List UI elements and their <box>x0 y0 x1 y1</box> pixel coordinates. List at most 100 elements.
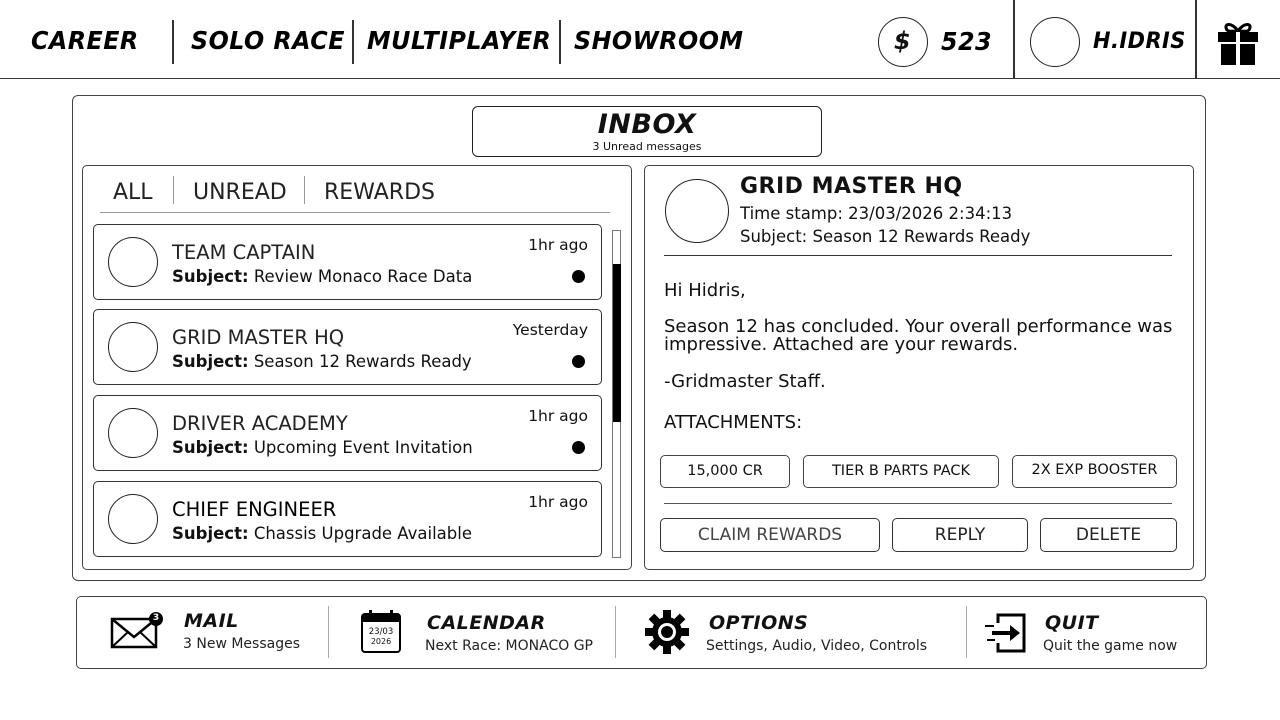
subject-label: Subject: <box>172 438 249 457</box>
reply-button[interactable]: REPLY <box>892 518 1028 552</box>
mail-subtitle: 3 New Messages <box>183 636 300 652</box>
calendar-icon-date: 23/03 <box>368 627 394 637</box>
inbox-panel <box>72 95 1206 581</box>
subject-text: Upcoming Event Invitation <box>253 438 473 457</box>
attachment-credits[interactable]: 15,000 CR <box>660 455 790 488</box>
attachments-label: ATTACHMENTS: <box>664 412 803 433</box>
unread-dot <box>572 355 585 368</box>
nav-divider <box>1195 0 1197 79</box>
options-subtitle: Settings, Audio, Video, Controls <box>706 638 928 654</box>
filter-tab-rewards[interactable]: REWARDS <box>324 180 435 205</box>
message-item[interactable]: DRIVER ACADEMY Subject: Upcoming Event I… <box>93 395 602 471</box>
subject-label: Subject: <box>172 267 249 286</box>
filter-tab-all[interactable]: ALL <box>113 180 153 205</box>
username[interactable]: H.IDRIS <box>1093 29 1186 54</box>
sender-avatar <box>108 494 158 544</box>
unread-dot <box>572 441 585 454</box>
attachment-exp-booster[interactable]: 2X EXP BOOSTER <box>1012 455 1177 488</box>
currency-symbol: $ <box>893 27 912 55</box>
inbox-title: INBOX <box>597 109 697 140</box>
detail-sender-avatar <box>665 179 729 243</box>
subject-value: Season 12 Rewards Ready <box>812 227 1031 246</box>
calendar-icon[interactable]: 23/03 2026 <box>361 610 401 653</box>
message-list-panel <box>82 165 632 570</box>
tabs-underline <box>100 212 610 213</box>
top-nav-bar <box>0 0 1280 79</box>
message-subject: Subject: Season 12 Rewards Ready <box>172 352 472 371</box>
subject-label: Subject: <box>172 352 249 371</box>
nav-divider <box>559 20 561 64</box>
message-time: Yesterday <box>512 321 588 339</box>
currency-icon: $ <box>878 17 928 67</box>
gift-icon[interactable] <box>1217 20 1259 66</box>
nav-tab-showroom[interactable]: SHOWROOM <box>574 26 744 55</box>
message-detail-panel <box>644 165 1194 570</box>
divider <box>664 255 1172 256</box>
message-sender: TEAM CAPTAIN <box>172 241 316 264</box>
subject-label: Subject: <box>172 524 249 543</box>
bottom-menu-bar <box>76 596 1207 669</box>
body-line: Season 12 has concluded. Your overall pe… <box>664 316 1173 337</box>
message-subject: Subject: Upcoming Event Invitation <box>172 438 473 457</box>
filter-tab-unread[interactable]: UNREAD <box>193 180 287 205</box>
calendar-subtitle: Next Race: MONACO GP <box>425 638 593 654</box>
gear-icon[interactable] <box>644 609 690 655</box>
nav-divider <box>1013 0 1015 79</box>
message-item[interactable]: TEAM CAPTAIN Subject: Review Monaco Race… <box>93 224 602 300</box>
divider <box>664 503 1172 504</box>
sender-avatar <box>108 322 158 372</box>
attachment-parts-pack[interactable]: TIER B PARTS PACK <box>803 455 999 488</box>
message-sender: DRIVER ACADEMY <box>172 412 348 435</box>
tab-divider <box>173 176 174 204</box>
message-sender: GRID MASTER HQ <box>172 326 345 349</box>
message-time: 1hr ago <box>528 236 588 254</box>
message-item[interactable]: CHIEF ENGINEER Subject: Chassis Upgrade … <box>93 481 602 557</box>
detail-timestamp: Time stamp: 23/03/2026 2:34:13 <box>740 204 1012 223</box>
bottom-divider <box>615 606 616 658</box>
profile-avatar[interactable] <box>1030 17 1080 67</box>
mail-icon[interactable] <box>110 611 164 651</box>
options-title[interactable]: OPTIONS <box>709 612 809 634</box>
message-sender: CHIEF ENGINEER <box>172 498 337 521</box>
body-line: impressive. Attached are your rewards. <box>664 334 1019 355</box>
subject-text: Season 12 Rewards Ready <box>253 352 472 371</box>
nav-tab-career[interactable]: CAREER <box>31 26 139 55</box>
message-time: 1hr ago <box>528 407 588 425</box>
inbox-unread-count: 3 Unread messages <box>592 140 702 153</box>
subject-text: Review Monaco Race Data <box>253 267 473 286</box>
quit-subtitle: Quit the game now <box>1043 638 1178 654</box>
body-greeting: Hi Hidris, <box>664 280 746 301</box>
mail-title[interactable]: MAIL <box>184 610 239 632</box>
calendar-icon-year: 2026 <box>370 637 392 646</box>
unread-dot <box>572 270 585 283</box>
message-item[interactable]: GRID MASTER HQ Subject: Season 12 Reward… <box>93 309 602 385</box>
detail-subject: Subject: Season 12 Rewards Ready <box>740 227 1030 246</box>
bottom-divider <box>966 606 967 658</box>
quit-icon[interactable] <box>984 613 1028 653</box>
bottom-divider <box>328 606 329 658</box>
detail-sender: GRID MASTER HQ <box>740 174 963 199</box>
message-time: 1hr ago <box>528 493 588 511</box>
nav-tab-solo-race[interactable]: SOLO RACE <box>191 26 345 55</box>
currency-amount: 523 <box>941 27 993 56</box>
message-subject: Subject: Review Monaco Race Data <box>172 267 472 286</box>
mail-badge-count: 3 <box>152 613 160 623</box>
timestamp-value: 23/03/2026 2:34:13 <box>848 204 1013 223</box>
tab-divider <box>304 176 305 204</box>
timestamp-label: Time stamp: <box>740 204 843 223</box>
sender-avatar <box>108 408 158 458</box>
scrollbar-thumb[interactable] <box>613 264 621 422</box>
claim-rewards-button[interactable]: CLAIM REWARDS <box>660 518 880 552</box>
sender-avatar <box>108 237 158 287</box>
subject-text: Chassis Upgrade Available <box>253 524 472 543</box>
nav-tab-multiplayer[interactable]: MULTIPLAYER <box>367 26 552 55</box>
delete-button[interactable]: DELETE <box>1040 518 1177 552</box>
body-signature: -Gridmaster Staff. <box>664 371 826 392</box>
nav-divider <box>352 20 354 64</box>
nav-divider <box>172 20 174 64</box>
message-subject: Subject: Chassis Upgrade Available <box>172 524 472 543</box>
inbox-header: INBOX 3 Unread messages <box>472 106 822 157</box>
calendar-title[interactable]: CALENDAR <box>427 612 546 634</box>
quit-title[interactable]: QUIT <box>1045 612 1099 634</box>
subject-label: Subject: <box>740 227 808 246</box>
